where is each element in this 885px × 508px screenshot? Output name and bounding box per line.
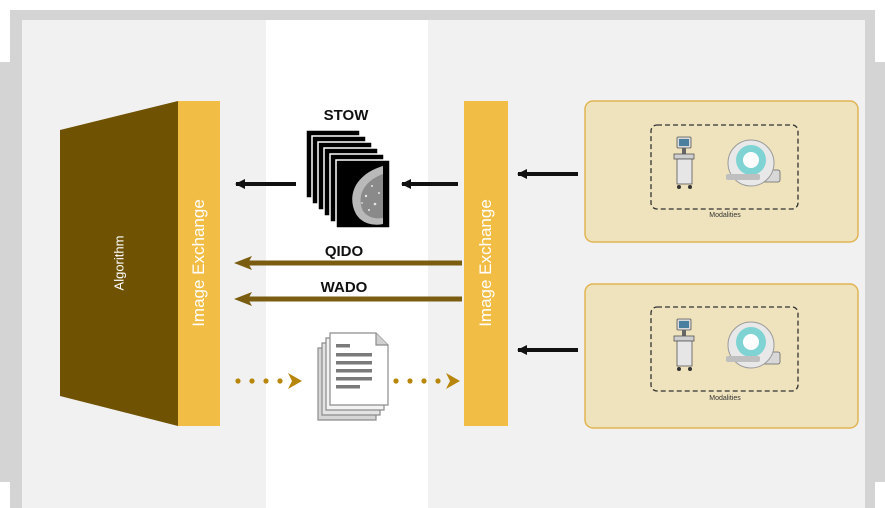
algorithm-shape [60,101,178,426]
wado-label: WADO [320,279,368,296]
mri-scanner-icon [726,139,781,187]
dotted-arrow-to-algorithm [235,373,302,389]
image-exchange-left-bar [178,101,220,426]
modality-box-bottom [584,283,859,429]
modalities-label-bottom: Modalities [709,395,741,402]
modalities-label-top: Modalities [709,212,741,219]
ultrasound-machine-icon [673,318,695,371]
stacked-images-icon [305,129,391,229]
algorithm-label: Algorithm [111,235,127,291]
qido-arrow [234,256,462,270]
mri-scanner-icon [726,321,781,369]
image-exchange-left-label: Image Exchange [189,199,208,327]
wado-arrow [234,292,462,306]
modality-box-top [584,100,859,243]
qido-label: QIDO [324,243,364,260]
image-exchange-right-label: Image Exchange [476,199,495,327]
image-exchange-right-bar [464,101,508,426]
ultrasound-machine-icon [673,136,695,189]
stow-label: STOW [323,107,369,124]
dotted-arrow-to-documents [393,373,460,389]
document-stack-icon [317,332,389,421]
